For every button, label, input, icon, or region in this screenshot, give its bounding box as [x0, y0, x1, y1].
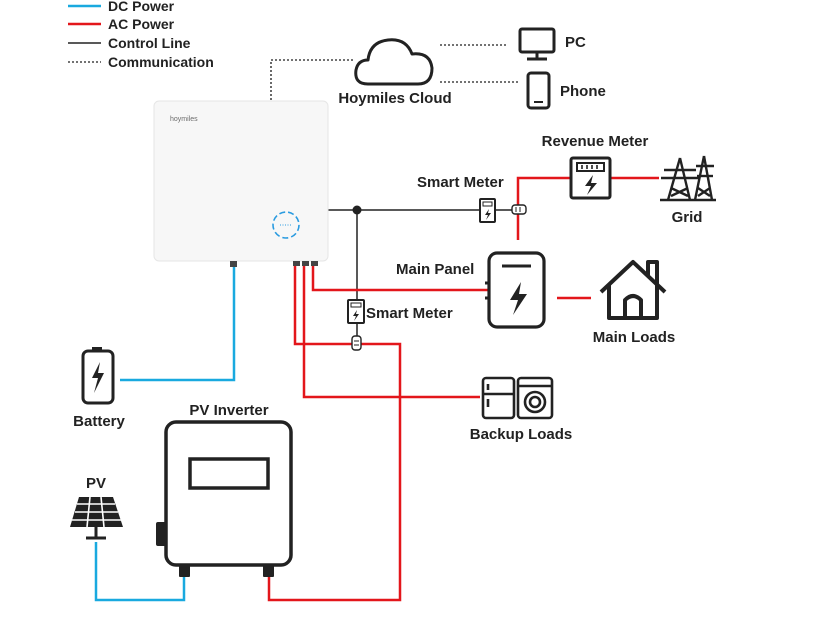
grid-tower-icon [660, 155, 716, 202]
washer-icon [516, 376, 554, 420]
revenue-meter-label: Revenue Meter [542, 133, 649, 150]
ac-revenue-meter-line [516, 176, 570, 240]
revenue-meter-node: Revenue Meter [542, 133, 649, 200]
phone-icon [526, 71, 551, 110]
inverter-cloud-link [270, 59, 355, 100]
legend-dc-label: DC Power [108, 0, 175, 14]
ct-clamp-icon [351, 335, 362, 351]
smart-meter-mid-label: Smart Meter [366, 305, 453, 322]
ac-port-2 [302, 261, 309, 266]
ac-backup-line [302, 266, 480, 399]
legend: DC Power AC Power Control Line Communica… [68, 0, 214, 70]
dc-battery-line [120, 266, 236, 382]
cloud-icon [354, 38, 434, 86]
backup-loads-label: Backup Loads [470, 426, 573, 443]
battery-icon [81, 347, 115, 405]
led-ring-icon [272, 211, 300, 239]
communication-lines [270, 44, 520, 100]
legend-ac-label: AC Power [108, 16, 175, 32]
ac-port-3 [311, 261, 318, 266]
pv-node: PV [70, 475, 123, 540]
solar-panel-icon [70, 496, 123, 540]
house-icon [599, 260, 667, 320]
control-junction-dot [352, 205, 362, 215]
ac-main-panel-line [311, 266, 488, 292]
smart-meter-icon [479, 198, 496, 223]
smart-meter-top-label: Smart Meter [417, 174, 504, 191]
main-loads-label: Main Loads [593, 329, 676, 346]
smart-meter-icon [347, 299, 365, 324]
smart-meter-top-node: Smart Meter [417, 174, 527, 223]
hybrid-inverter: hoymiles [153, 100, 329, 267]
main-loads-node: Main Loads [593, 260, 676, 346]
fridge-icon [481, 376, 516, 420]
cloud-node: Hoymiles Cloud [338, 38, 452, 107]
ac-pv-inverter-line [267, 266, 402, 602]
main-panel-icon [485, 251, 546, 329]
pc-node: PC [518, 27, 586, 61]
grid-node: Grid [660, 155, 716, 226]
ac-port-1 [293, 261, 300, 266]
dc-lines [94, 266, 236, 602]
phone-label: Phone [560, 83, 606, 100]
main-panel-node: Main Panel [396, 251, 546, 329]
dc-pv-line [94, 542, 186, 602]
battery-node: Battery [73, 347, 126, 430]
ct-clamp-icon [511, 204, 527, 215]
main-panel-label: Main Panel [396, 261, 474, 278]
hybrid-inverter-icon [153, 100, 329, 262]
revenue-meter-icon [569, 156, 612, 200]
phone-node: Phone [526, 71, 606, 110]
battery-label: Battery [73, 413, 125, 430]
inverter-brand-logo: hoymiles [170, 116, 198, 123]
pv-label: PV [86, 475, 106, 492]
pv-inverter-icon [156, 420, 293, 577]
pv-inverter-node: PV Inverter [156, 402, 293, 577]
grid-label: Grid [672, 209, 703, 226]
smart-meter-mid-node: Smart Meter [347, 299, 453, 351]
legend-control-label: Control Line [108, 35, 191, 51]
battery-port [230, 261, 237, 267]
ac-lines [267, 176, 659, 602]
pc-icon [518, 27, 556, 61]
backup-loads-node: Backup Loads [470, 376, 573, 443]
pv-inverter-label: PV Inverter [189, 402, 268, 419]
cloud-label: Hoymiles Cloud [338, 90, 451, 107]
legend-communication-label: Communication [108, 54, 214, 70]
pc-label: PC [565, 34, 586, 51]
